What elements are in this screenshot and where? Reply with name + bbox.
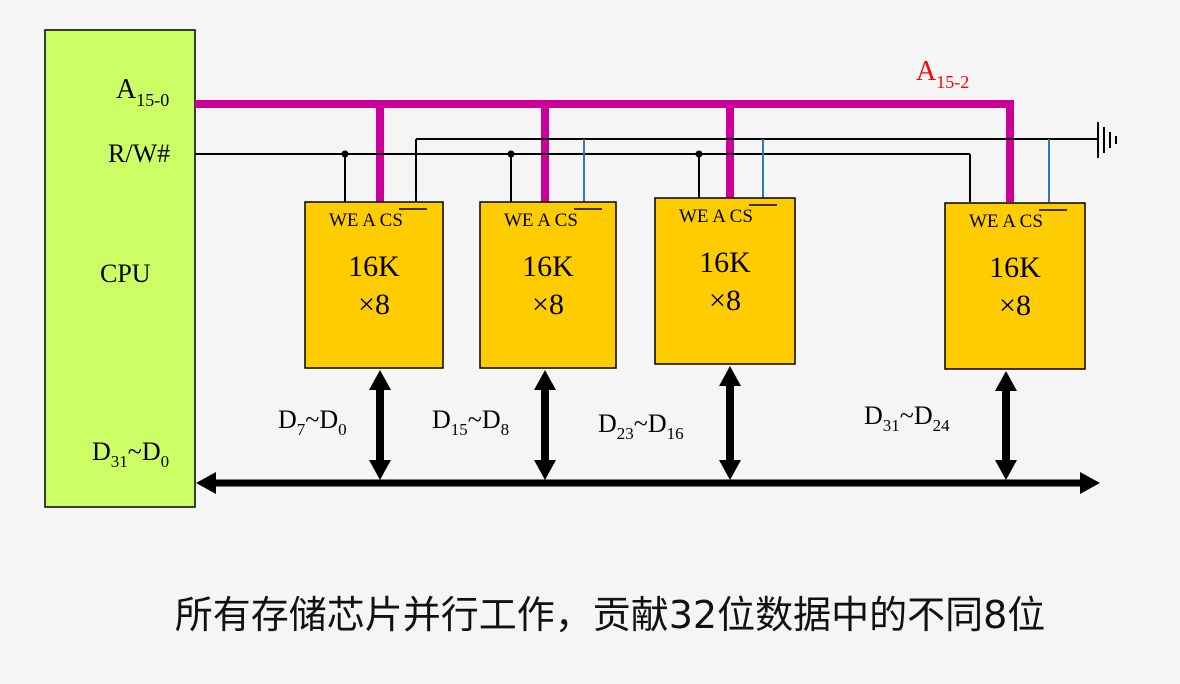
- chip-data-arrow-up-icon: [369, 370, 391, 390]
- memory-chip-we-a-pins: WE A: [504, 210, 555, 231]
- chip-data-label-d: D: [598, 409, 617, 438]
- chip-data-label-sub-low: 0: [338, 420, 347, 439]
- rw-line: [195, 150, 971, 202]
- cpu-data-pin-sub-high: 31: [111, 452, 128, 471]
- chip-data-label-sep: ~D: [468, 405, 501, 434]
- chip-data-label-sub-low: 8: [501, 420, 510, 439]
- memory-chip-3: WE A CS 16K ×8: [654, 197, 796, 365]
- memory-chip-body: [479, 201, 617, 369]
- cpu-address-pin-subscript: 15-0: [136, 90, 169, 110]
- memory-chip-we-a-pins: WE A: [329, 210, 380, 231]
- chip-data-lines-label: D15~D8: [432, 405, 509, 439]
- cpu-address-pin-name: A: [116, 74, 137, 105]
- address-bus-label: A15-2: [916, 56, 969, 92]
- chip-data-label-d: D: [278, 405, 297, 434]
- memory-chip-cs-pin: CS: [380, 210, 403, 231]
- memory-chip-pin-labels: WE A CS: [329, 210, 403, 231]
- chip-data-arrow-4: D31~D24: [864, 371, 1017, 480]
- cpu-data-pin-sep: ~D: [128, 437, 161, 466]
- chip-data-label-sep: ~D: [900, 401, 933, 430]
- data-bus: [196, 472, 1100, 494]
- memory-chip-width: ×8: [999, 289, 1031, 322]
- memory-chip-2: WE A CS 16K ×8: [479, 201, 617, 369]
- chip-data-arrow-3: D23~D16: [598, 366, 741, 480]
- memory-chip-capacity: 16K: [989, 251, 1041, 284]
- chip-data-label-sep: ~D: [305, 405, 338, 434]
- address-bus-label-subscript: 15-2: [936, 72, 969, 92]
- chip-data-arrow-up-icon: [995, 371, 1017, 391]
- memory-chip-capacity: 16K: [348, 250, 400, 283]
- memory-chip-width: ×8: [358, 288, 390, 321]
- address-bus: [195, 100, 1014, 202]
- cpu-data-pin-sub-low: 0: [161, 452, 170, 471]
- chip-data-arrow-down-icon: [719, 460, 741, 480]
- chip-data-lines-label: D31~D24: [864, 401, 950, 435]
- chip-data-arrow-up-icon: [719, 366, 741, 386]
- data-bus-left-arrow-icon: [196, 472, 216, 494]
- memory-chip-we-a-pins: WE A: [679, 206, 730, 227]
- address-bus-label-name: A: [916, 56, 937, 87]
- memory-chip-we-a-pins: WE A: [969, 211, 1020, 232]
- chip-data-arrow-down-icon: [534, 460, 556, 480]
- cpu-rw-pin-label: R/W#: [108, 139, 170, 168]
- cpu-block: [44, 29, 196, 508]
- memory-chip-capacity: 16K: [699, 246, 751, 279]
- chip-data-label-sub-high: 23: [617, 424, 634, 443]
- memory-chip-cs-pin: CS: [730, 206, 753, 227]
- cpu-label: CPU: [100, 259, 151, 288]
- chip-data-arrow-up-icon: [534, 370, 556, 390]
- memory-chip-width: ×8: [532, 288, 564, 321]
- chip-data-label-sub-high: 15: [451, 420, 468, 439]
- caption: 所有存储芯片并行工作，贡献32位数据中的不同8位: [174, 593, 1046, 637]
- memory-chip-body: [654, 197, 796, 365]
- chip-data-label-sub-low: 16: [667, 424, 684, 443]
- chip-data-label-sep: ~D: [634, 409, 667, 438]
- chip-data-arrow-down-icon: [995, 460, 1017, 480]
- memory-chip-capacity: 16K: [522, 250, 574, 283]
- chip-data-label-sub-high: 31: [883, 416, 900, 435]
- memory-chip-cs-pin: CS: [1020, 211, 1043, 232]
- chip-data-arrow-1: D7~D0: [278, 370, 391, 480]
- chip-data-lines-label: D7~D0: [278, 405, 347, 439]
- chip-data-arrow-2: D15~D8: [432, 370, 556, 480]
- data-bus-right-arrow-icon: [1080, 472, 1100, 494]
- rw-junction-2: [507, 150, 515, 158]
- memory-chip-pin-labels: WE A CS: [504, 210, 578, 231]
- chip-data-label-sub-high: 7: [297, 420, 306, 439]
- chip-data-label-d: D: [864, 401, 883, 430]
- chip-data-arrow-down-icon: [369, 460, 391, 480]
- cpu-address-pin-label: A15-0: [116, 74, 169, 110]
- rw-junction-1: [341, 150, 349, 158]
- memory-chip-pin-labels: WE A CS: [969, 211, 1043, 232]
- memory-chip-body: [944, 202, 1086, 370]
- memory-chip-1: WE A CS 16K ×8: [304, 201, 444, 369]
- cpu-data-pin-label: D31~D0: [92, 437, 169, 471]
- chip-data-label-d: D: [432, 405, 451, 434]
- cpu-data-pin-d: D: [92, 437, 111, 466]
- chip-data-label-sub-low: 24: [933, 416, 951, 435]
- memory-chip-body: [304, 201, 444, 369]
- memory-chip-pin-labels: WE A CS: [679, 206, 753, 227]
- memory-chip-width: ×8: [709, 284, 741, 317]
- memory-chip-4: WE A CS 16K ×8: [944, 202, 1086, 370]
- cs-ground-line: [415, 122, 1117, 202]
- memory-chip-cs-pin: CS: [555, 210, 578, 231]
- chip-data-lines-label: D23~D16: [598, 409, 684, 443]
- rw-junction-3: [695, 150, 703, 158]
